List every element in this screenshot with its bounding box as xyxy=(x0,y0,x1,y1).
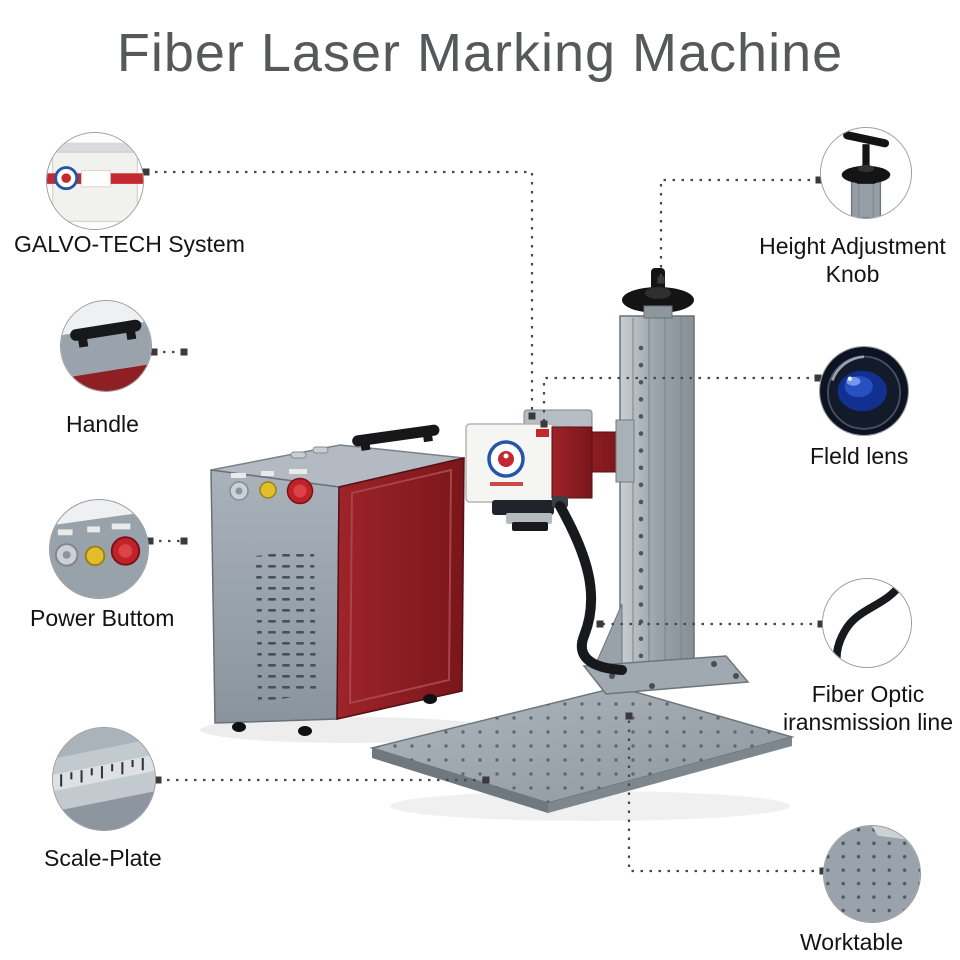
field-lens-icon xyxy=(820,347,908,435)
callout-label-power: Power Buttom xyxy=(30,605,175,631)
field-lens-barrel xyxy=(492,500,554,531)
callout-circle-scale xyxy=(52,727,156,831)
callout-circle-fiber xyxy=(822,578,912,668)
galvo-system-icon xyxy=(47,133,143,229)
fiber-cable xyxy=(552,496,627,675)
power-buttons xyxy=(229,469,314,505)
page-title: Fiber Laser Marking Machine xyxy=(116,23,844,83)
cabinet-handle xyxy=(352,424,440,451)
power-button-icon xyxy=(50,500,148,598)
callout-circle-galvo xyxy=(46,132,144,230)
callout-circle-handle xyxy=(60,300,152,392)
scale-plate-icon xyxy=(53,728,155,830)
laser-head xyxy=(465,409,593,531)
vent-grille xyxy=(256,548,316,702)
height-knob xyxy=(622,268,694,319)
height-knob-icon xyxy=(821,128,911,218)
callout-label-height: Height Adjustment Knob xyxy=(759,233,946,288)
callout-label-handle: Handle xyxy=(66,411,139,437)
control-cabinet xyxy=(210,424,465,736)
handle-icon xyxy=(61,301,151,391)
fiber-optic-icon xyxy=(823,579,911,667)
callout-label-scale: Scale-Plate xyxy=(44,845,162,871)
callout-circle-field xyxy=(819,346,909,436)
callout-label-worktable: Worktable xyxy=(800,929,904,955)
callout-label-field: Fleld lens xyxy=(810,443,909,469)
callout-circle-height xyxy=(820,127,912,219)
column-stand xyxy=(619,315,695,683)
callout-label-galvo: GALVO-TECH System xyxy=(14,231,245,257)
callout-circle-worktable xyxy=(823,825,921,923)
column-foot xyxy=(582,603,750,695)
worktable-plate xyxy=(369,686,795,813)
worktable-icon xyxy=(824,826,920,922)
callout-circle-power xyxy=(49,499,149,599)
callout-label-fiber: Fiber Optic iransmission line xyxy=(782,681,953,736)
